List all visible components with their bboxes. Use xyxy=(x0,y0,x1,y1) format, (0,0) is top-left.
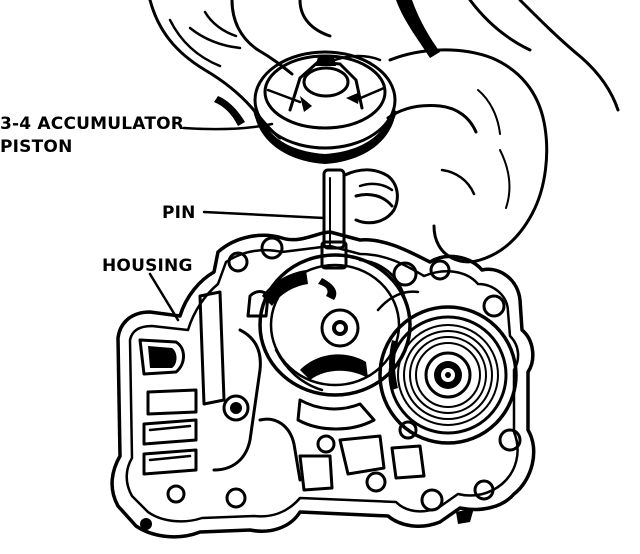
piston-label-line1: 3-4 ACCUMULATOR xyxy=(0,114,184,134)
housing xyxy=(110,230,536,539)
accumulator-piston xyxy=(253,50,397,164)
piston-label-line2: PISTON xyxy=(0,137,73,157)
leader-lines xyxy=(148,122,326,322)
pin-label: PIN xyxy=(162,203,196,223)
housing-label: HOUSING xyxy=(102,256,193,276)
